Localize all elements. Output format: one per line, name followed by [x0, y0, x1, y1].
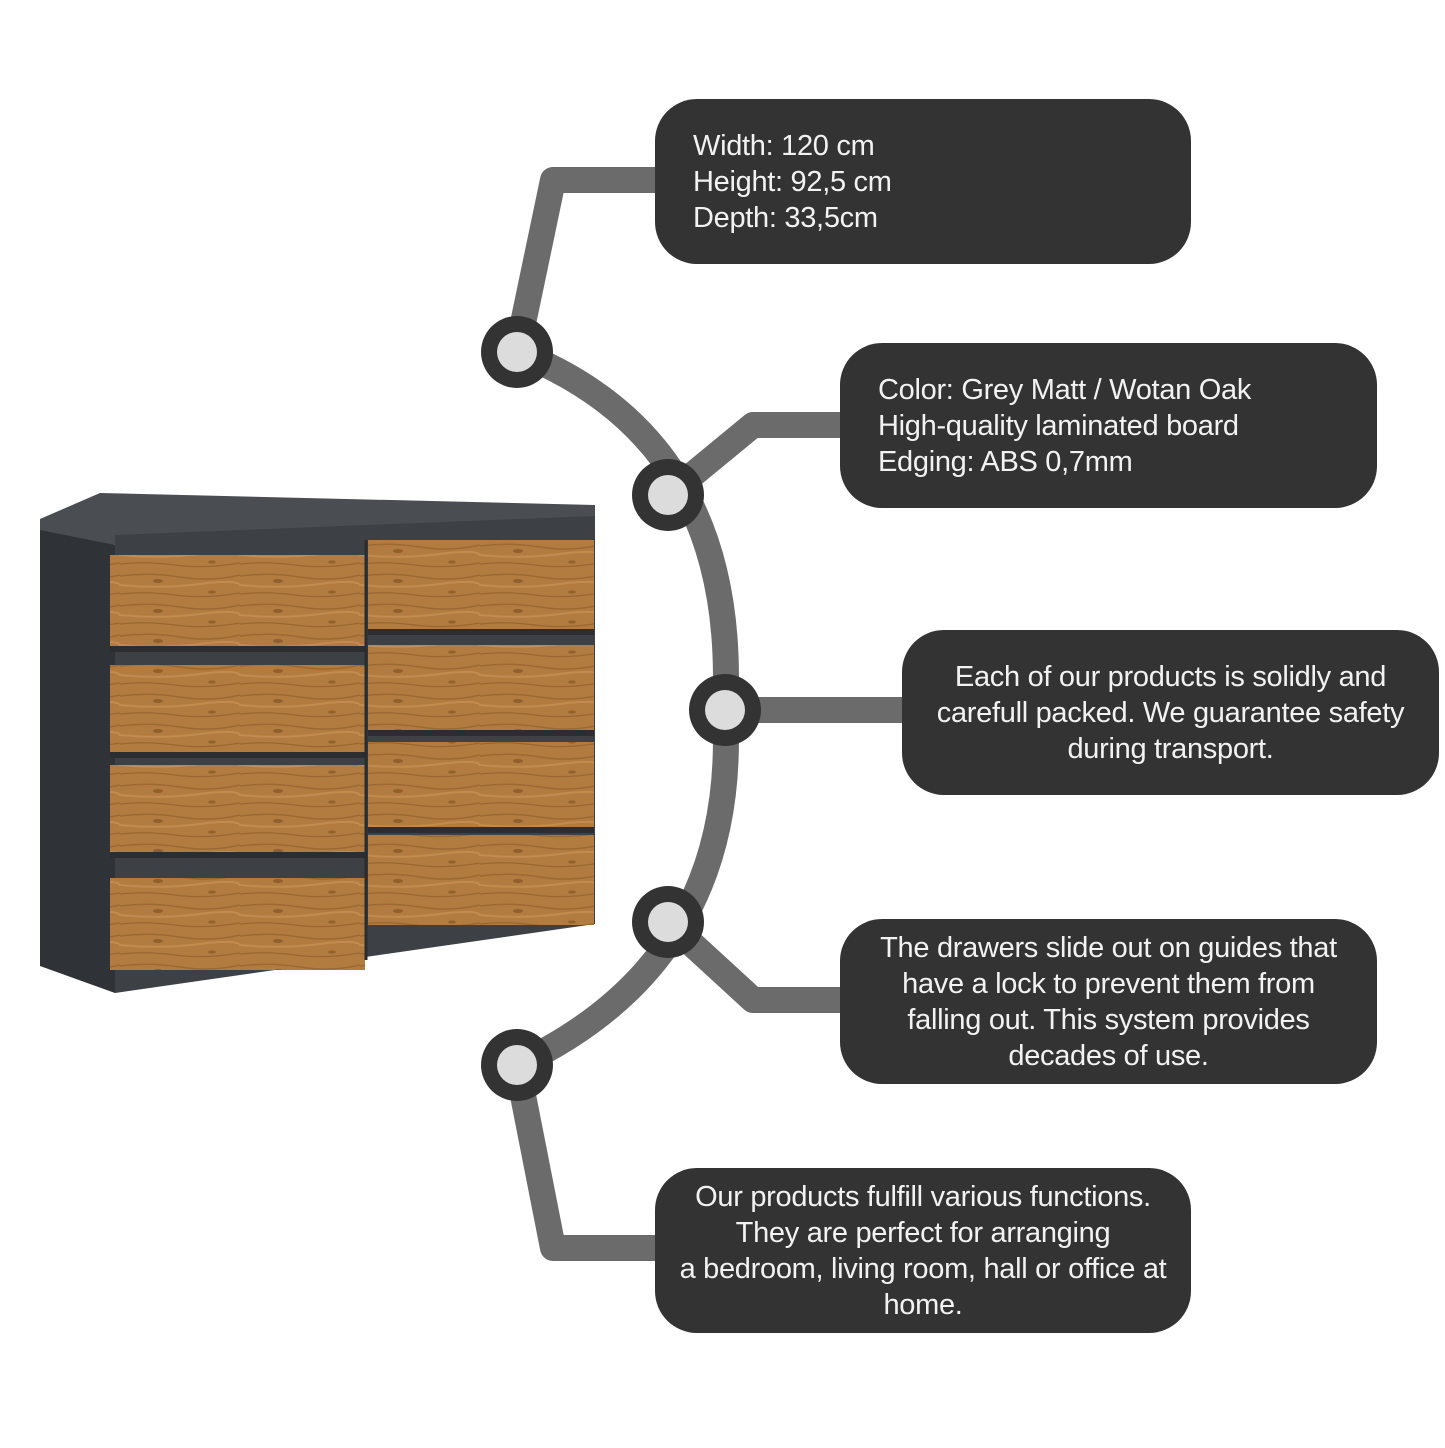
feature-line: falling out. This system provides [907, 1003, 1310, 1036]
feature-box-drawers: The drawers slide out on guides that hav… [840, 919, 1377, 1084]
node-dimensions [481, 316, 553, 388]
feature-line: Edging: ABS 0,7mm [878, 445, 1133, 478]
connector-nodes [481, 316, 761, 1101]
feature-line: They are perfect for arranging [735, 1216, 1111, 1249]
feature-box-packing: Each of our products is solidly and care… [902, 630, 1439, 795]
node-drawers [632, 886, 704, 958]
feature-line: Color: Grey Matt / Wotan Oak [878, 373, 1252, 406]
feature-line: during transport. [1067, 732, 1274, 765]
feature-line: Width: 120 cm [693, 129, 875, 162]
feature-line: Each of our products is solidly and [954, 660, 1387, 693]
feature-line: Depth: 33,5cm [693, 201, 878, 234]
connector-branch-drawers [655, 909, 853, 1013]
connector-branch-dimensions [504, 167, 668, 365]
feature-line: a bedroom, living room, hall or office a… [679, 1252, 1167, 1285]
feature-line: Our products fulfill various functions. [695, 1180, 1151, 1213]
feature-line: carefull packed. We guarantee safety [936, 696, 1405, 729]
feature-box-dimensions: Width: 120 cm Height: 92,5 cm Depth: 33,… [655, 99, 1191, 264]
feature-line: have a lock to prevent them from [902, 967, 1315, 1000]
node-material [632, 459, 704, 531]
feature-line: High-quality laminated board [878, 409, 1239, 442]
node-functions [481, 1029, 553, 1101]
node-packing [689, 674, 761, 746]
feature-line: Height: 92,5 cm [693, 165, 892, 198]
feature-box-material: Color: Grey Matt / Wotan Oak High-qualit… [840, 343, 1377, 508]
feature-line: The drawers slide out on guides that [880, 931, 1337, 964]
feature-box-functions: Our products fulfill various functions. … [655, 1168, 1191, 1333]
feature-line: decades of use. [1008, 1039, 1209, 1072]
chest-of-drawers-illustration [40, 493, 595, 993]
feature-line: home. [883, 1288, 963, 1321]
connector-branch-functions [504, 1052, 668, 1261]
connector-branch-material [655, 412, 853, 508]
